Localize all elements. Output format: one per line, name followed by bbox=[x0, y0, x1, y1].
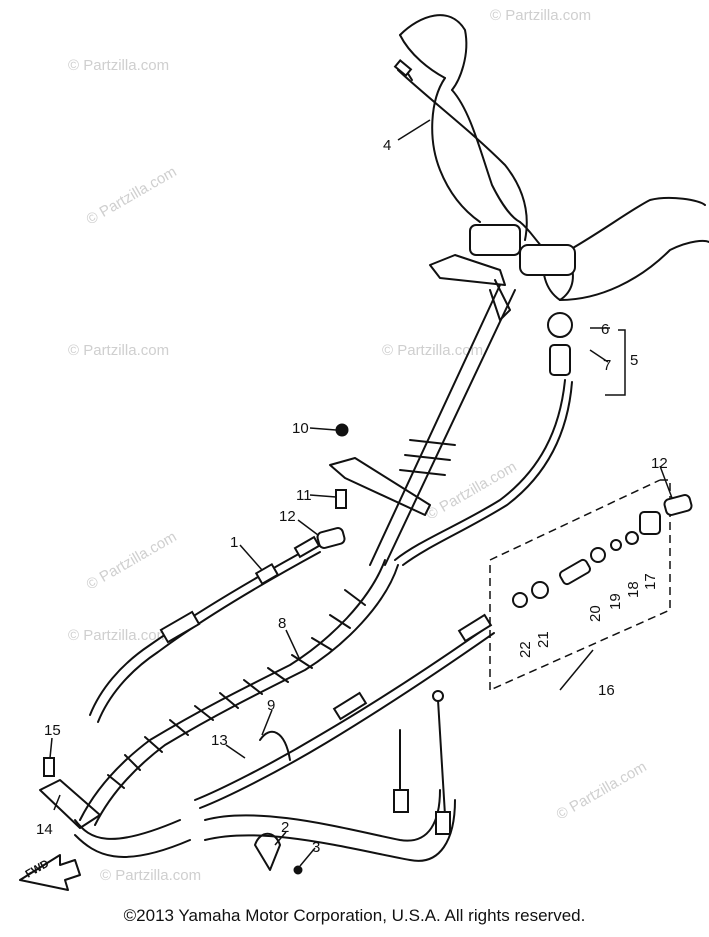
callout-13: 13 bbox=[211, 732, 228, 749]
watermark: © Partzilla.com bbox=[100, 867, 201, 884]
handlebar-clamp bbox=[469, 224, 521, 256]
bolt-15 bbox=[43, 757, 55, 777]
callout-18: 18 bbox=[625, 581, 642, 598]
watermark: © Partzilla.com bbox=[490, 7, 591, 24]
steering-column bbox=[369, 224, 576, 566]
grip-housing bbox=[519, 244, 576, 276]
cable-end bbox=[293, 535, 321, 559]
callout-10: 10 bbox=[292, 420, 309, 437]
callout-17: 17 bbox=[642, 573, 659, 590]
watermark: © Partzilla.com bbox=[554, 758, 650, 823]
fwd-label: FWD bbox=[24, 858, 52, 881]
mount-bracket bbox=[316, 423, 431, 549]
cable-end-fitting bbox=[393, 59, 413, 77]
watermark: © Partzilla.com bbox=[68, 342, 169, 359]
cable-harness bbox=[79, 559, 399, 826]
callout-19: 19 bbox=[607, 593, 624, 610]
cable-end-ball bbox=[432, 690, 444, 702]
part-17 bbox=[625, 531, 639, 545]
callout-9: 9 bbox=[267, 697, 275, 714]
leader-lines bbox=[49, 119, 673, 867]
fitting-12-left bbox=[316, 527, 346, 549]
callout-3: 3 bbox=[312, 839, 320, 856]
callout-20: 20 bbox=[587, 605, 604, 622]
callout-11: 11 bbox=[296, 487, 312, 504]
cable-fitting bbox=[549, 344, 571, 376]
callout-14: 14 bbox=[36, 821, 53, 838]
lower-hoses bbox=[74, 690, 456, 862]
fwd-arrow: FWD bbox=[19, 854, 81, 891]
callout-16: 16 bbox=[598, 682, 615, 699]
watermark: © Partzilla.com bbox=[84, 528, 180, 593]
screw-3 bbox=[293, 865, 303, 875]
callout-5: 5 bbox=[630, 352, 638, 369]
watermark: © Partzilla.com bbox=[84, 163, 180, 228]
cable-ferrule bbox=[159, 610, 201, 644]
bolt-11 bbox=[335, 489, 347, 509]
callout-22: 22 bbox=[517, 641, 534, 658]
assembly-16 bbox=[489, 479, 693, 691]
cable-1 bbox=[89, 535, 321, 723]
bracket-14 bbox=[39, 757, 101, 829]
fitting-20 bbox=[558, 558, 592, 586]
adjuster bbox=[435, 811, 451, 835]
callout-1: 1 bbox=[230, 534, 238, 551]
watermark: © Partzilla.com bbox=[382, 342, 483, 359]
washer-21 bbox=[531, 581, 549, 599]
knob bbox=[547, 312, 573, 338]
part-19 bbox=[590, 547, 606, 563]
cable-5 bbox=[394, 312, 573, 566]
adjuster bbox=[393, 789, 409, 813]
callout-21: 21 bbox=[535, 631, 552, 648]
callout-15: 15 bbox=[44, 722, 61, 739]
copyright-notice: ©2013 Yamaha Motor Corporation, U.S.A. A… bbox=[123, 906, 586, 925]
callout-12-left: 12 bbox=[279, 508, 296, 525]
watermark: © Partzilla.com bbox=[68, 627, 169, 644]
washer-22 bbox=[512, 592, 528, 608]
fitting-12-right bbox=[663, 494, 693, 516]
callout-12-right: 12 bbox=[651, 455, 668, 472]
nut-17 bbox=[639, 511, 661, 535]
callout-6: 6 bbox=[601, 321, 609, 338]
cable-ferrule bbox=[254, 562, 280, 586]
throttle-cable bbox=[393, 59, 528, 241]
clamp-assembly bbox=[254, 832, 303, 875]
callout-7: 7 bbox=[603, 357, 611, 374]
callout-8: 8 bbox=[278, 615, 286, 632]
watermark: © Partzilla.com bbox=[68, 57, 169, 74]
cable-13 bbox=[194, 613, 495, 809]
callout-2: 2 bbox=[281, 819, 289, 836]
callouts: 4 6 7 5 10 11 12 1 8 9 13 15 14 2 3 12 1… bbox=[36, 137, 668, 856]
callout-4: 4 bbox=[383, 137, 391, 154]
cable-end bbox=[457, 613, 493, 643]
part-18 bbox=[610, 539, 622, 551]
nut-10 bbox=[335, 423, 349, 437]
cable-ferrule bbox=[332, 691, 368, 721]
watermark: © Partzilla.com bbox=[424, 458, 520, 523]
